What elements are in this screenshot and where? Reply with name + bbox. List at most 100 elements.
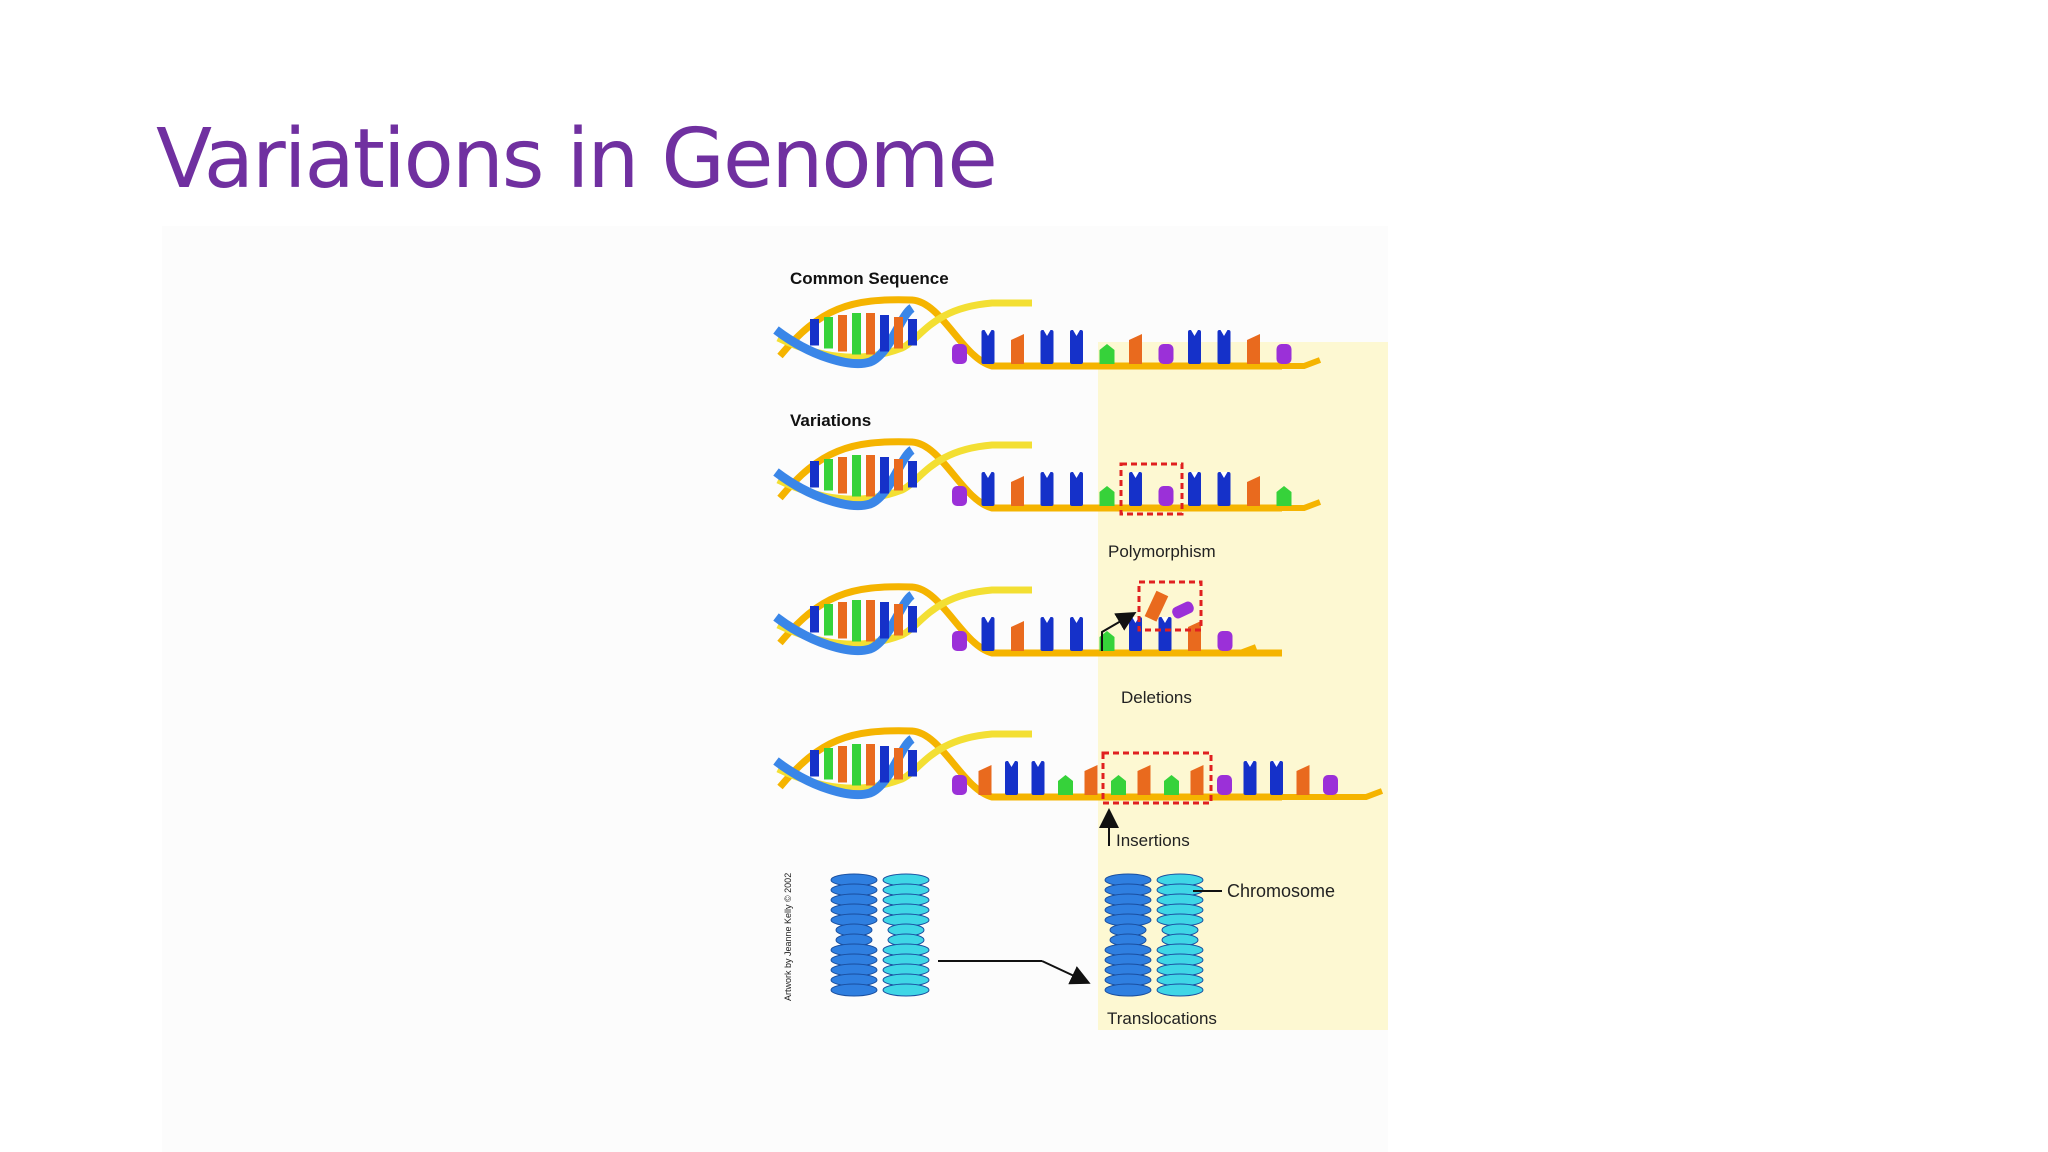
base-notch — [1073, 617, 1080, 623]
helix-rung — [894, 748, 903, 780]
deleted-bases — [1144, 590, 1194, 622]
helix-rung — [852, 455, 861, 497]
backbone-polymorphism — [997, 499, 1322, 511]
highlight-region — [1098, 342, 1388, 1030]
translocation-arrow-head — [1041, 960, 1091, 985]
base-insertions-11 — [1243, 761, 1257, 795]
helix-rung — [838, 602, 847, 639]
base-common-10 — [1247, 334, 1260, 364]
helix-rung — [824, 604, 833, 636]
base-notch — [1073, 330, 1080, 336]
base-common-5 — [1099, 344, 1115, 364]
base-notch — [1008, 761, 1015, 767]
base-polymorphism-2 — [1011, 476, 1024, 506]
strand-row-common — [773, 296, 1322, 370]
base-deletions-1 — [981, 617, 995, 651]
base-common-3 — [1040, 330, 1054, 364]
genome-variation-diagram: Common Sequence Variations Polymorphism … — [773, 269, 1388, 1030]
chromosome-band — [1104, 983, 1152, 997]
helix-rung — [838, 315, 847, 352]
helix-rung — [894, 604, 903, 636]
figure-panel: Common Sequence Variations Polymorphism … — [162, 226, 1388, 1152]
base-deletions-4 — [1070, 617, 1083, 651]
heading-common-sequence: Common Sequence — [790, 269, 949, 288]
helix-rung — [852, 313, 861, 355]
helix-rung — [908, 319, 917, 346]
label-polymorphism: Polymorphism — [1108, 542, 1216, 561]
base-common-9 — [1217, 330, 1231, 364]
base-insertions-8 — [1164, 775, 1179, 795]
base-notch — [1161, 617, 1169, 623]
base-polymorphism-1 — [981, 472, 995, 506]
base-notch — [984, 330, 992, 336]
helix-rung — [908, 750, 917, 777]
helix-rung — [810, 461, 819, 488]
chromosome-band — [882, 983, 930, 997]
base-common-1 — [981, 330, 995, 364]
heading-variations: Variations — [790, 411, 871, 430]
base-insertions-9 — [1190, 765, 1204, 795]
backbone-insertions — [997, 788, 1384, 800]
artwork-credit: Artwork by Jeanne Kelly © 2002 — [783, 873, 793, 1001]
label-translocations: Translocations — [1107, 1009, 1217, 1028]
chromosome-left-1 — [830, 873, 878, 997]
helix-rung — [894, 459, 903, 491]
helix-rung — [880, 457, 889, 494]
helix-rung — [880, 746, 889, 783]
base-notch — [984, 617, 992, 623]
variation-box-polymorphism — [1119, 462, 1184, 516]
base-deletions-3 — [1040, 617, 1054, 651]
base-insertions-13 — [1296, 765, 1310, 795]
slide-title: Variations in Genome — [156, 112, 998, 207]
base-polymorphism-5 — [1099, 486, 1115, 506]
helix-rung — [852, 600, 861, 642]
helix-rung — [866, 455, 875, 497]
base-notch — [1043, 617, 1051, 623]
base-common-2 — [1011, 334, 1024, 364]
helix-rung — [866, 744, 875, 786]
base-polymorphism-6 — [1129, 472, 1142, 506]
base-notch — [1191, 472, 1198, 478]
helix-rung — [908, 461, 917, 488]
label-chromosome: Chromosome — [1227, 881, 1335, 901]
backbone-deletions — [997, 644, 1258, 656]
base-insertions-10 — [1217, 775, 1232, 795]
helix-rung — [810, 319, 819, 346]
base-notch — [1191, 330, 1198, 336]
base-deletions-7 — [1158, 617, 1172, 651]
base-insertions-12 — [1270, 761, 1283, 795]
label-deletions: Deletions — [1121, 688, 1192, 707]
base-deletions-0 — [952, 631, 967, 651]
helix-rung — [866, 313, 875, 355]
base-notch — [1273, 761, 1280, 767]
base-insertions-0 — [952, 775, 967, 795]
base-notch — [1034, 761, 1042, 767]
base-notch — [1220, 472, 1228, 478]
base-polymorphism-4 — [1070, 472, 1083, 506]
base-polymorphism-9 — [1217, 472, 1231, 506]
helix-rung — [880, 602, 889, 639]
base-notch — [1132, 472, 1139, 478]
base-notch — [984, 472, 992, 478]
helix-rung — [908, 606, 917, 633]
base-deletions-2 — [1011, 621, 1024, 651]
base-insertions-1 — [978, 765, 992, 795]
base-polymorphism-11 — [1276, 486, 1292, 506]
base-common-0 — [952, 344, 967, 364]
base-insertions-3 — [1031, 761, 1045, 795]
base-insertions-2 — [1005, 761, 1018, 795]
base-polymorphism-7 — [1158, 486, 1174, 506]
helix-rung — [810, 750, 819, 777]
base-insertions-7 — [1137, 765, 1151, 795]
helix-rung — [866, 600, 875, 642]
base-common-8 — [1188, 330, 1201, 364]
base-polymorphism-8 — [1188, 472, 1201, 506]
deletion-arrow — [1101, 611, 1137, 651]
helix-rung — [838, 457, 847, 494]
chromosome-right-2 — [1156, 873, 1204, 997]
helix-rung — [824, 459, 833, 491]
base-polymorphism-0 — [952, 486, 967, 506]
base-common-4 — [1070, 330, 1083, 364]
chromosome-left-2 — [882, 873, 930, 997]
base-insertions-5 — [1084, 765, 1098, 795]
